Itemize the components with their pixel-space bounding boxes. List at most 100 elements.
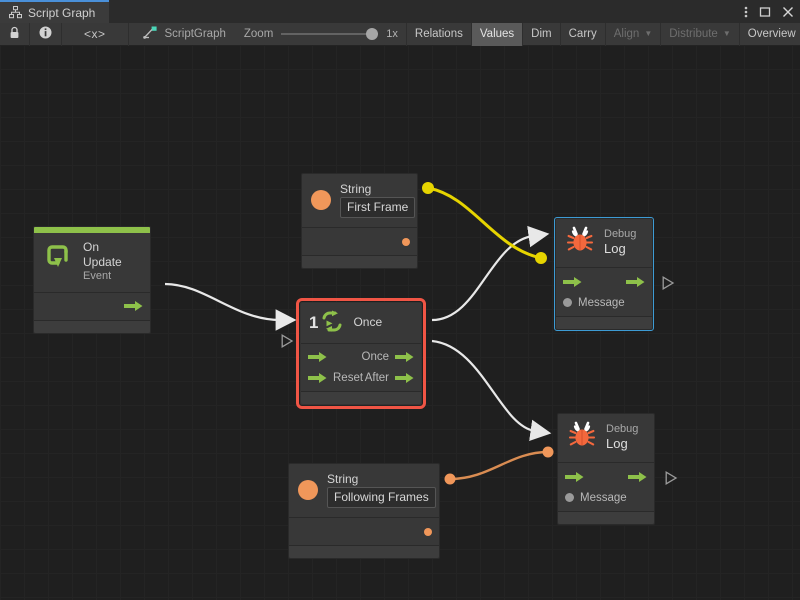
graph-toolbar: <x> ScriptGraph Zoom 1x Relations Values D… bbox=[0, 22, 800, 46]
node-once[interactable]: 1 Once bbox=[296, 298, 426, 409]
tab-script-graph[interactable]: Script Graph bbox=[0, 0, 110, 23]
debug-bug-icon bbox=[567, 420, 597, 455]
node-header: On Update Event bbox=[34, 233, 150, 292]
toolbar-button-group: Relations Values Dim Carry Align▼Distribute▼… bbox=[405, 22, 800, 46]
node-body: Once Reset After bbox=[301, 343, 421, 391]
carry-button-label: Carry bbox=[568, 28, 597, 40]
relations-button-label: Relations bbox=[414, 28, 463, 40]
port-out-flow[interactable] bbox=[124, 300, 143, 312]
node-title: String bbox=[340, 182, 372, 196]
node-on-update[interactable]: On Update Event bbox=[33, 226, 151, 334]
overview-button[interactable]: Overview bbox=[738, 22, 800, 46]
port-row-reset: Reset After bbox=[301, 367, 421, 388]
zoom-slider-knob[interactable] bbox=[366, 28, 379, 40]
node-accent-bar bbox=[34, 227, 150, 233]
port-in-reset[interactable]: Reset bbox=[308, 372, 363, 384]
edge-endpoint-firstframe-out bbox=[422, 182, 434, 194]
node-footer bbox=[558, 511, 654, 524]
port-out-value[interactable] bbox=[424, 527, 432, 536]
values-button-label: Values bbox=[479, 28, 515, 40]
port-out-flow[interactable] bbox=[628, 471, 647, 483]
port-out-after[interactable]: After bbox=[365, 372, 414, 384]
code-button[interactable]: <x> bbox=[62, 22, 129, 46]
graph-icon bbox=[9, 6, 22, 19]
port-out-once[interactable]: Once bbox=[362, 351, 415, 363]
port-in-flow[interactable] bbox=[565, 471, 584, 483]
close-icon[interactable] bbox=[782, 6, 794, 18]
edge-endpoint-following-out bbox=[444, 473, 456, 485]
edge-endpoint-message2-in bbox=[542, 446, 554, 458]
breadcrumb[interactable]: ScriptGraph bbox=[129, 23, 236, 46]
node-string-first-frame[interactable]: String First Frame bbox=[301, 173, 418, 269]
node-title: On Update bbox=[83, 240, 122, 269]
zoom-slider[interactable] bbox=[281, 28, 379, 40]
node-debug-log-first[interactable]: Debug Log bbox=[554, 217, 654, 331]
node-header: Debug Log bbox=[558, 414, 654, 462]
node-body bbox=[34, 291, 150, 320]
lock-button[interactable] bbox=[0, 22, 30, 46]
on-update-event-icon bbox=[44, 245, 74, 278]
node-header: String First Frame bbox=[302, 174, 417, 227]
node-header: Debug Log bbox=[556, 219, 652, 267]
port-in-message-label: Message bbox=[580, 491, 627, 504]
port-in-flow[interactable] bbox=[563, 276, 582, 288]
info-button[interactable] bbox=[30, 22, 62, 46]
values-button[interactable]: Values bbox=[470, 22, 523, 46]
message-port-dot bbox=[565, 493, 574, 502]
node-footer bbox=[289, 545, 439, 558]
graph-edges bbox=[164, 182, 554, 485]
port-row-message: Message bbox=[558, 487, 654, 508]
port-in-message[interactable]: Message bbox=[563, 297, 625, 309]
node-title: String bbox=[327, 472, 359, 486]
edge-onupdate-to-once bbox=[164, 282, 297, 331]
node-footer bbox=[34, 319, 150, 333]
code-icon: <x> bbox=[84, 27, 106, 41]
port-in-message[interactable]: Message bbox=[565, 492, 627, 504]
chevron-down-icon: ▼ bbox=[644, 29, 653, 38]
dim-button-label: Dim bbox=[531, 28, 552, 40]
port-row-flow bbox=[556, 271, 652, 292]
port-out-once-label: Once bbox=[361, 350, 390, 363]
node-header: 1 Once bbox=[301, 303, 421, 343]
port-in-message-label: Message bbox=[578, 296, 625, 309]
port-row-message: Message bbox=[556, 292, 652, 313]
node-debug-log-second[interactable]: Debug Log bbox=[557, 413, 655, 525]
string-value-field[interactable]: First Frame bbox=[340, 197, 416, 218]
edge-once-to-debuglog1 bbox=[431, 225, 550, 322]
edge-endpoint-message1-in bbox=[535, 252, 547, 264]
relations-button[interactable]: Relations bbox=[405, 22, 471, 46]
port-out-flow[interactable] bbox=[626, 276, 645, 288]
carry-button[interactable]: Carry bbox=[559, 22, 605, 46]
zoom-value: 1x bbox=[386, 28, 398, 40]
node-body: Message bbox=[558, 462, 654, 511]
lock-icon bbox=[9, 26, 20, 42]
port-out-value[interactable] bbox=[402, 237, 410, 246]
value-port-dot bbox=[402, 237, 410, 246]
port-row bbox=[289, 521, 439, 542]
kebab-menu-icon[interactable] bbox=[744, 5, 748, 19]
tab-label: Script Graph bbox=[28, 5, 96, 20]
node-string-following-frames[interactable]: String Following Frames bbox=[288, 463, 440, 559]
node-title: Once bbox=[353, 314, 383, 329]
node-footer bbox=[302, 255, 417, 268]
node-header: String Following Frames bbox=[289, 464, 439, 517]
info-icon bbox=[39, 26, 52, 42]
unconnected-port-marker-reset bbox=[281, 334, 294, 348]
node-title: Debug bbox=[604, 227, 637, 240]
scriptgraph-icon bbox=[142, 26, 158, 42]
align-button: Align▼ bbox=[604, 22, 661, 46]
zoom-control: Zoom 1x bbox=[236, 23, 406, 46]
message-port-dot bbox=[563, 298, 572, 307]
graph-canvas[interactable]: On Update Event bbox=[0, 46, 800, 600]
overview-button-label: Overview bbox=[747, 28, 796, 40]
dim-button[interactable]: Dim bbox=[522, 22, 559, 46]
node-footer bbox=[556, 316, 652, 329]
port-out-after-label: After bbox=[364, 371, 389, 384]
maximize-icon[interactable] bbox=[759, 6, 771, 18]
node-subtitle: Log bbox=[604, 241, 626, 257]
edge-after-to-debuglog2 bbox=[431, 339, 552, 442]
distribute-button: Distribute▼ bbox=[660, 22, 739, 46]
string-value-field[interactable]: Following Frames bbox=[327, 487, 436, 508]
breadcrumb-label: ScriptGraph bbox=[164, 28, 226, 40]
port-in-flow[interactable] bbox=[308, 351, 333, 363]
